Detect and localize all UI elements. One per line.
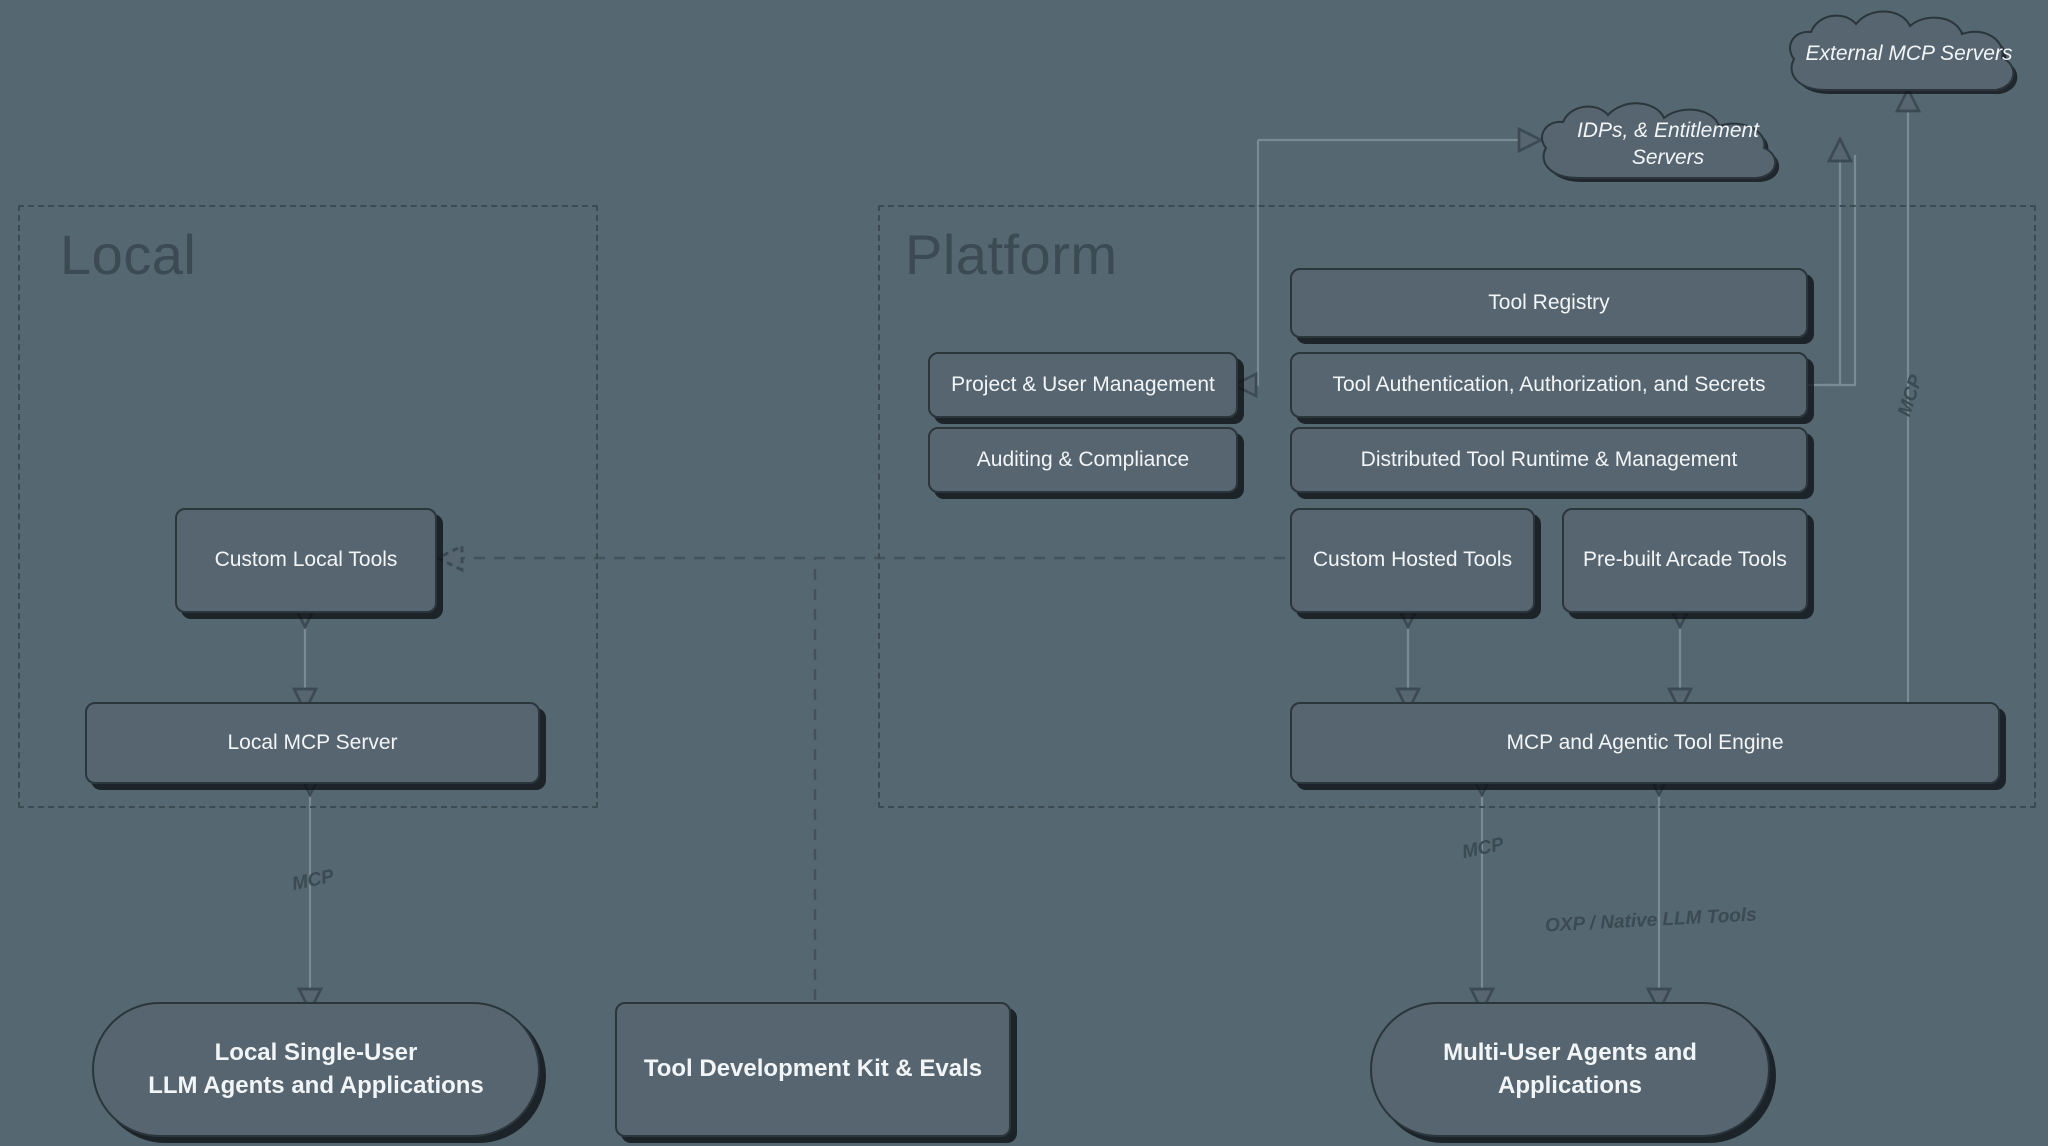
node-local-single-user-agents-line1: Local Single-User	[214, 1039, 418, 1067]
cloud-idps-entitlement-servers-label: IDPs, & Entitlement Servers	[1576, 118, 1760, 169]
node-pre-built-arcade-tools-label: Pre-built Arcade Tools	[1583, 548, 1787, 572]
cloud-shape-icon	[1541, 102, 1780, 182]
node-custom-local-tools[interactable]: Custom Local Tools	[175, 508, 437, 613]
node-local-single-user-agents-line2: LLM Agents and Applications	[148, 1071, 484, 1099]
node-local-mcp-server[interactable]: Local MCP Server	[85, 702, 540, 784]
node-auditing-compliance-label: Auditing & Compliance	[976, 447, 1190, 471]
node-multi-user-agents-line2: Applications	[1497, 1071, 1642, 1099]
node-tool-registry[interactable]: Tool Registry	[1290, 268, 1808, 338]
node-distributed-tool-runtime[interactable]: Distributed Tool Runtime & Management	[1290, 427, 1808, 493]
node-local-mcp-server-label: Local MCP Server	[227, 730, 398, 754]
cloud-shape-icon	[1789, 10, 2018, 94]
node-distributed-tool-runtime-label: Distributed Tool Runtime & Management	[1360, 447, 1738, 471]
node-tool-development-kit-label: Tool Development Kit & Evals	[643, 1055, 983, 1083]
node-auditing-compliance[interactable]: Auditing & Compliance	[928, 427, 1238, 493]
node-custom-local-tools-label: Custom Local Tools	[214, 548, 398, 572]
node-project-user-management-label: Project & User Management	[951, 372, 1215, 396]
group-platform	[878, 205, 2036, 808]
node-project-user-management[interactable]: Project & User Management	[928, 352, 1238, 418]
node-custom-hosted-tools[interactable]: Custom Hosted Tools	[1290, 508, 1535, 613]
node-multi-user-agents-line1: Multi-User Agents and	[1443, 1039, 1697, 1067]
edge-label-mcp-local: MCP	[290, 865, 336, 896]
node-local-single-user-agents[interactable]: Local Single-User LLM Agents and Applica…	[92, 1002, 540, 1137]
group-local-title: Local	[60, 223, 197, 286]
node-multi-user-agents[interactable]: Multi-User Agents and Applications	[1370, 1002, 1770, 1137]
cloud-external-mcp-servers[interactable]: External MCP Servers	[1778, 6, 2040, 102]
node-custom-hosted-tools-label: Custom Hosted Tools	[1312, 548, 1513, 572]
cloud-idps-entitlement-servers[interactable]: IDPs, & Entitlement Servers	[1528, 100, 1808, 188]
node-tool-development-kit[interactable]: Tool Development Kit & Evals	[615, 1002, 1011, 1137]
node-tool-registry-label: Tool Registry	[1488, 290, 1610, 314]
edge-label-mcp-platform: MCP	[1460, 833, 1506, 864]
node-mcp-agentic-tool-engine[interactable]: MCP and Agentic Tool Engine	[1290, 702, 2000, 784]
node-pre-built-arcade-tools[interactable]: Pre-built Arcade Tools	[1562, 508, 1808, 613]
node-tool-authentication-authorization-secrets[interactable]: Tool Authentication, Authorization, and …	[1290, 352, 1808, 418]
cloud-external-mcp-servers-label: External MCP Servers	[1805, 42, 2013, 66]
group-platform-title: Platform	[905, 223, 1118, 286]
group-local	[18, 205, 598, 808]
node-mcp-agentic-tool-engine-label: MCP and Agentic Tool Engine	[1506, 730, 1784, 754]
node-tool-authentication-authorization-secrets-label: Tool Authentication, Authorization, and …	[1332, 372, 1766, 396]
edge-label-oxp-native-llm-tools: OXP / Native LLM Tools	[1544, 904, 1758, 937]
